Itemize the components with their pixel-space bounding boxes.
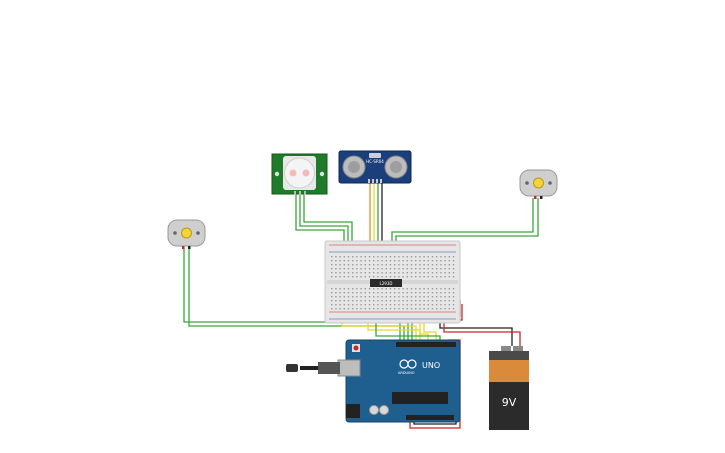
dc-motor-left[interactable]: [167, 219, 206, 249]
pir-dome-icon: [284, 157, 315, 189]
wire-left-motor-a[interactable]: [183, 248, 401, 340]
motor-shaft-icon: [533, 177, 544, 189]
breadboard-holes: [331, 256, 455, 310]
digital-header: [396, 342, 456, 347]
battery-9v[interactable]: 9V: [489, 346, 529, 430]
battery-label: 9V: [502, 396, 517, 409]
usb-cable[interactable]: [286, 362, 340, 374]
usb-port: [337, 359, 361, 377]
wire-left-motor-b[interactable]: [188, 248, 405, 340]
dc-motor-right[interactable]: [519, 169, 558, 199]
motor-driver-ic[interactable]: L293D: [370, 279, 402, 287]
ultrasonic-label: HC-SR04: [366, 159, 384, 164]
power-jack: [346, 404, 360, 418]
analog-header: [406, 415, 454, 420]
motor-shaft-icon: [181, 227, 192, 239]
arduino-model-label: UNO: [422, 361, 440, 370]
wire-battery-neg[interactable]: [443, 304, 521, 346]
arduino-logo-icon: [399, 359, 417, 369]
pir-sensor[interactable]: [271, 153, 328, 195]
arduino-brand-label: ARDUINO: [398, 371, 415, 375]
ic-label: L293D: [380, 281, 393, 286]
arduino-uno[interactable]: UNO ARDUINO: [337, 339, 461, 423]
atmega-chip: [392, 392, 448, 404]
ultrasonic-sensor[interactable]: HC-SR04: [338, 150, 412, 184]
